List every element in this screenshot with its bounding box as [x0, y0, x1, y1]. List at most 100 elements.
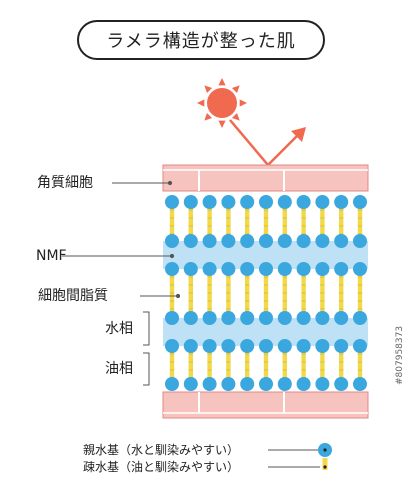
hydrophilic-head — [296, 311, 311, 325]
sun-ray — [218, 78, 226, 86]
label-intercellular-lipid: 細胞間脂質 — [38, 288, 108, 304]
hydrophobic-tail — [169, 202, 175, 241]
hydrophobic-tail — [226, 269, 231, 318]
reflection-arrow — [229, 119, 301, 167]
hydrophobic-tail — [339, 346, 344, 384]
hydrophobic-tail — [226, 202, 231, 241]
sun-ray — [204, 85, 213, 94]
hydrophilic-head — [240, 234, 255, 248]
hydrophilic-head — [221, 262, 236, 276]
hydrophilic-head — [334, 262, 349, 276]
hydrophilic-head — [221, 234, 236, 248]
hydrophobic-tail — [245, 202, 250, 241]
hydrophilic-head — [259, 377, 273, 391]
hydrophobic-tail — [207, 269, 212, 318]
hydrophobic-tail — [226, 346, 231, 384]
hydrophilic-head — [202, 377, 217, 391]
legend-tail-icon — [322, 458, 328, 470]
legend-hydrophilic: 親水基（水と馴染みやすい） — [83, 443, 240, 457]
hydrophilic-head — [240, 262, 255, 276]
hydrophilic-head — [334, 195, 349, 209]
hydrophilic-head — [277, 234, 292, 248]
hydrophilic-head — [315, 339, 330, 353]
hydrophobic-tail — [263, 346, 269, 384]
hydrophobic-tail — [263, 202, 269, 241]
hydrophobic-tail — [339, 269, 344, 318]
arrow-head — [291, 127, 306, 142]
hydrophilic-head — [296, 234, 311, 248]
hydrophilic-head — [315, 311, 330, 325]
hydrophobic-tail — [357, 202, 363, 241]
hydrophilic-head — [334, 234, 349, 248]
hydrophilic-head — [353, 311, 367, 325]
hydrophobic-tail — [357, 346, 363, 384]
hydrophilic-head — [221, 311, 236, 325]
hydrophilic-head — [315, 377, 330, 391]
hydrophobic-tail — [320, 202, 325, 241]
hydrophilic-head — [183, 339, 198, 353]
sun-ray — [204, 112, 213, 121]
hydrophilic-head — [183, 377, 198, 391]
hydrophobic-tail — [301, 346, 306, 384]
hydrophobic-tail — [207, 202, 212, 241]
sun-icon — [207, 88, 237, 118]
hydrophobic-tail — [339, 202, 344, 241]
hydrophilic-head — [296, 262, 311, 276]
top-cell-layer — [162, 164, 369, 192]
hydrophilic-head — [165, 234, 179, 248]
hydrophilic-head — [165, 377, 179, 391]
label-water-phase: 水相 — [105, 321, 133, 337]
hydrophobic-tail — [188, 202, 193, 241]
hydrophilic-head — [277, 311, 292, 325]
hydrophilic-head — [183, 311, 198, 325]
hydrophilic-head — [165, 262, 179, 276]
page-title: ラメラ構造が整った肌 — [106, 31, 296, 52]
leader-lines — [62, 180, 320, 468]
hydrophilic-head — [353, 234, 367, 248]
hydrophobic-tail — [301, 202, 306, 241]
sun-ray — [218, 120, 226, 128]
hydrophilic-head — [315, 234, 330, 248]
hydrophobic-tail — [320, 269, 325, 318]
hydrophilic-head — [221, 377, 236, 391]
hydrophilic-head — [353, 195, 367, 209]
hydrophilic-head — [334, 339, 349, 353]
hydrophilic-head — [202, 234, 217, 248]
hydrophilic-head — [315, 262, 330, 276]
hydrophilic-head — [183, 234, 198, 248]
hydrophilic-head — [296, 377, 311, 391]
label-nmf: NMF — [36, 248, 67, 264]
hydrophobic-tail — [245, 346, 250, 384]
hydrophilic-head — [334, 311, 349, 325]
sun-ray — [239, 99, 247, 107]
hydrophilic-head — [221, 339, 236, 353]
label-oil-phase: 油相 — [105, 361, 133, 377]
hydrophilic-head — [259, 262, 273, 276]
hydrophilic-head — [259, 234, 273, 248]
hydrophilic-head — [240, 195, 255, 209]
hydrophilic-head — [240, 377, 255, 391]
hydrophilic-head — [202, 195, 217, 209]
hydrophilic-head — [259, 339, 273, 353]
hydrophilic-head — [165, 339, 179, 353]
hydrophobic-tail — [188, 346, 193, 384]
sun-rays — [197, 78, 247, 128]
hydrophobic-tail — [282, 346, 287, 384]
hydrophobic-tail — [301, 269, 306, 318]
hydrophilic-head — [259, 195, 273, 209]
hydrophilic-head — [240, 339, 255, 353]
hydrophobic-tail — [320, 346, 325, 384]
sun-ray — [197, 99, 205, 107]
hydrophilic-head — [277, 195, 292, 209]
hydrophilic-head — [296, 195, 311, 209]
hydrophobic-tail — [245, 269, 250, 318]
hydrophilic-head — [165, 195, 179, 209]
label-stratum-corneum: 角質細胞 — [37, 175, 93, 191]
hydrophilic-head — [165, 311, 179, 325]
lipid-layers — [165, 195, 367, 391]
watermark-id: #807958373 — [395, 325, 405, 385]
hydrophilic-head — [259, 311, 273, 325]
hydrophobic-tail — [188, 269, 193, 318]
hydrophobic-tail — [207, 346, 212, 384]
